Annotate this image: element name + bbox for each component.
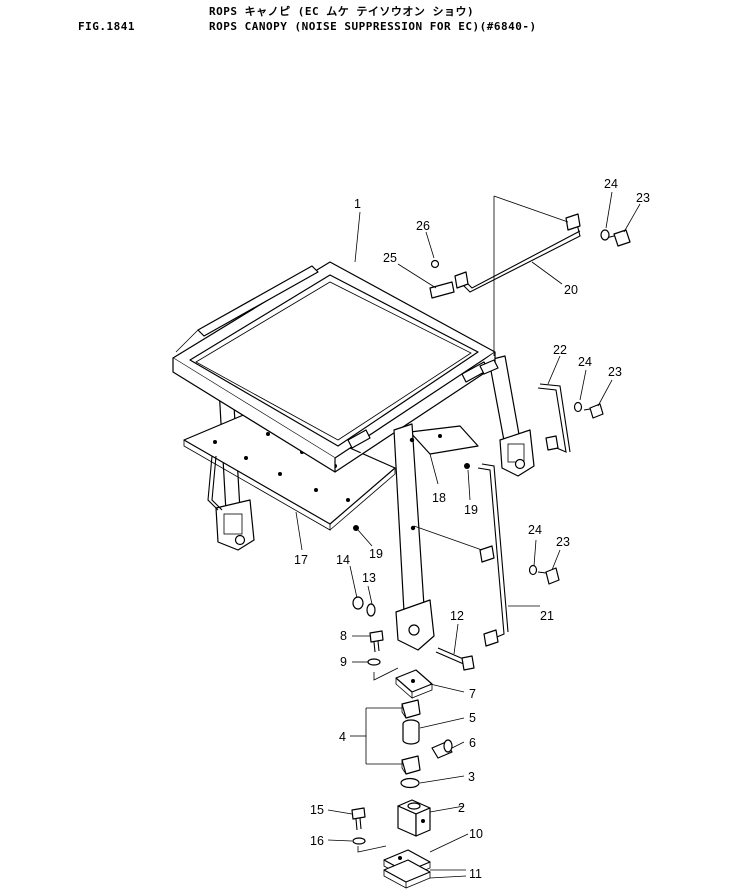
callout-24-low: 24 [528,523,542,537]
figure-number: FIG.1841 [78,20,135,33]
callout-14: 14 [336,553,350,567]
pin-6 [431,739,453,759]
callout-8: 8 [340,629,347,643]
bolt-12 [435,647,475,671]
callout-19-left: 19 [369,547,383,561]
callout-26: 26 [416,219,430,233]
callout-21: 21 [540,609,554,623]
stay-rod-22 [537,383,571,453]
ring-3 [400,777,420,789]
washer-13 [366,603,376,617]
callout-15: 15 [310,803,324,817]
bolt-23-low [537,567,560,585]
washer-9 [367,658,381,666]
bolt-23-top [605,229,631,247]
callout-17: 17 [294,553,308,567]
washer-24-low [528,564,538,576]
header-title-english: ROPS CANOPY (NOISE SUPPRESSION FOR EC)(#… [209,20,537,33]
callout-numbers: 1 2 3 4 5 6 7 8 9 10 11 12 13 14 15 16 1… [294,177,650,881]
canopy-frame [172,261,535,651]
callout-18: 18 [432,491,446,505]
callout-3: 3 [468,770,475,784]
nut-19-left [353,525,359,531]
nut-19-right [464,463,470,469]
callout-11: 11 [469,867,482,881]
bolt-23-mid [583,403,604,419]
bolt-15 [351,807,366,831]
callout-10: 10 [469,827,483,841]
callout-5: 5 [469,711,476,725]
callout-20: 20 [564,283,578,297]
callout-1: 1 [354,197,361,211]
stay-rod-20 [454,213,581,293]
callout-23-top: 23 [636,191,650,205]
callout-2: 2 [458,801,465,815]
callout-23-mid: 23 [608,365,622,379]
callout-16: 16 [310,834,324,848]
callout-13: 13 [362,571,376,585]
washer-16 [352,837,366,845]
stay-rod-21 [477,463,509,647]
callout-4: 4 [339,730,346,744]
washer-24-top [600,229,610,241]
mount-block-2 [397,799,431,837]
callout-9: 9 [340,655,347,669]
plate-25 [429,281,455,299]
collar-5 [402,719,420,745]
plate-7 [395,669,433,699]
header-title-japanese: ROPS キャノピ (EC ムケ テイソウオン ショウ) [209,5,475,18]
bolt-8 [369,630,384,653]
callout-23-low: 23 [556,535,570,549]
bracket-4-upper [401,699,421,719]
screw-26 [430,259,440,269]
shim-plates-11 [383,859,431,889]
nut-14 [352,596,364,610]
callout-6: 6 [469,736,476,750]
callout-19-right: 19 [464,503,478,517]
callout-25: 25 [383,251,397,265]
callout-7: 7 [469,687,476,701]
bracket-4-lower [401,755,421,775]
callout-24-top: 24 [604,177,618,191]
callout-24-mid: 24 [578,355,592,369]
callout-22: 22 [553,343,567,357]
callout-12: 12 [450,609,464,623]
washer-24-mid [573,401,583,413]
leader-lines [295,191,641,879]
